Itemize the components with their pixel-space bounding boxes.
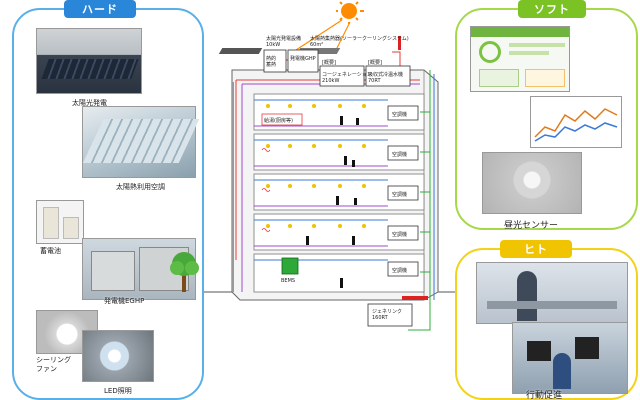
trend-graph-screenshot <box>530 96 622 148</box>
ahu-box-3 <box>387 185 419 201</box>
battery-caption: 蓄電池 <box>40 247 61 255</box>
pv-photo <box>36 28 142 94</box>
cogen-box <box>319 65 365 87</box>
sun-icon <box>336 1 364 24</box>
supply-label: 給湯(厨房等) <box>264 117 293 124</box>
ahu-box-4 <box>387 225 419 241</box>
hard-tab: ハード <box>64 0 136 18</box>
ahu-label-1: 空調機 <box>392 111 407 118</box>
pv-caption: 太陽光発電 <box>72 99 107 107</box>
geo-box <box>367 303 413 327</box>
office-photo-1 <box>476 262 628 324</box>
ahu-label-3: 空調機 <box>392 191 407 198</box>
chp-box <box>287 49 319 73</box>
led-caption: LED照明 <box>104 387 132 395</box>
behavior-caption: 行動促進 <box>526 391 563 400</box>
storage-box <box>263 49 287 73</box>
heat-markers <box>261 148 271 232</box>
chp-caption: 発電機EGHP <box>104 297 145 305</box>
storage-label: 熱的蓄熱 <box>266 55 276 68</box>
ahu-box-2 <box>387 145 419 161</box>
cogen-tag: [概要] <box>322 59 336 66</box>
collector-label: 太陽熱集熱器(ソーラークーリングシステム)60m² <box>310 35 409 48</box>
absorber-box <box>365 65 411 87</box>
solar-heat-photo <box>82 106 200 178</box>
trend-graph-icon <box>534 108 618 142</box>
office-photo-2 <box>512 322 628 394</box>
bems-icon <box>281 257 299 275</box>
solar-heat-caption: 太陽熱利用空調 <box>116 183 165 191</box>
sunray-collector <box>335 21 351 51</box>
people-markers <box>306 116 359 288</box>
rooftop-marker <box>398 36 401 50</box>
ahu-label-5: 空調機 <box>392 267 407 274</box>
geo-marker <box>402 296 428 300</box>
absorber-tag: [概要] <box>368 59 382 66</box>
rooftop-pv-panel <box>218 48 263 54</box>
chp-box-label: 発電機GHP <box>290 55 316 62</box>
ahu-box-1 <box>387 105 419 121</box>
ahu-box-5 <box>387 261 419 277</box>
ahu-label-2: 空調機 <box>392 151 407 158</box>
sensor-caption: 昼光センサー <box>504 221 559 231</box>
soft-tab: ソフト <box>518 0 586 18</box>
fan-caption: シーリング ファン <box>36 356 71 373</box>
battery-photo <box>36 200 84 244</box>
human-tab: ヒト <box>500 240 572 258</box>
tree-icon <box>170 252 199 292</box>
daylight-sensor-photo <box>482 152 582 214</box>
dashboard-screenshot <box>470 26 570 92</box>
supply-box <box>261 113 303 126</box>
led-photo <box>82 330 154 382</box>
sunray-pv <box>295 19 343 51</box>
lamp-markers <box>266 104 366 228</box>
bems-label: BEMS <box>281 278 295 284</box>
ahu-label-4: 空調機 <box>392 231 407 238</box>
